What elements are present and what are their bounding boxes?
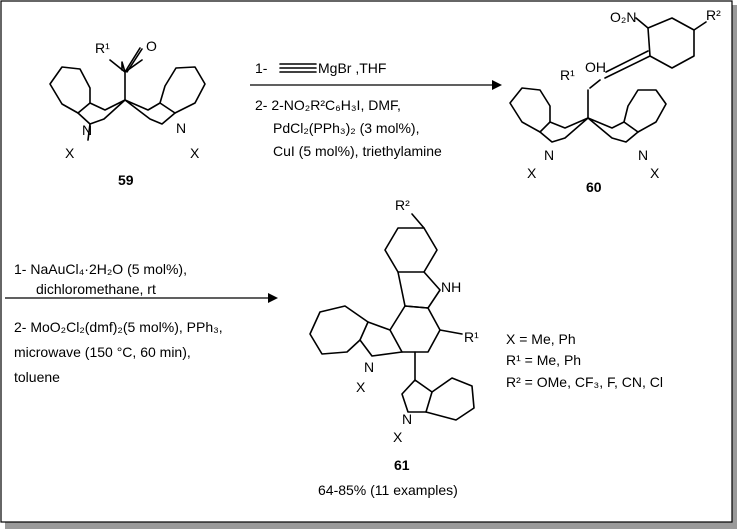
step1-prefix: 1-	[255, 60, 268, 76]
r2-step1-line1: 1- NaAuCl₄·2H₂O (5 mol%),	[14, 261, 187, 277]
x-label-59-right: X	[190, 145, 200, 161]
compound-61-label: 61	[394, 457, 410, 473]
n-label-60-left: N	[544, 147, 554, 163]
r2-step2-line2: microwave (150 °C, 60 min),	[14, 344, 191, 360]
oxygen-label: O	[146, 38, 157, 54]
nh-label: NH	[441, 279, 461, 295]
compound-60-label: 60	[586, 179, 602, 195]
reaction-arrow-2	[5, 293, 278, 303]
compound-61-structure: R² NH R¹ N X N X	[309, 197, 479, 445]
n-label-59-right: N	[176, 120, 186, 136]
step1-reagent: MgBr ,THF	[318, 60, 386, 76]
x-label-60-right: X	[650, 165, 660, 181]
x-label-61: X	[356, 379, 366, 395]
compound-59-label: 59	[118, 172, 134, 188]
yield-text: 64-85% (11 examples)	[318, 482, 458, 498]
r1-label: R¹	[95, 40, 110, 56]
reaction-arrow-1	[250, 80, 502, 90]
r2-step2-line1: 2- MoO₂Cl₂(dmf)₂(5 mol%), PPh₃,	[14, 319, 223, 335]
n-label-59-left: N	[82, 122, 92, 138]
n-label-61: N	[364, 359, 374, 375]
oh-label: OH	[585, 59, 606, 75]
r2-label-61: R²	[395, 197, 410, 213]
no2-label: O₂N	[610, 9, 636, 25]
x-label-61-pendant: X	[393, 429, 403, 445]
n-label-60-right: N	[638, 147, 648, 163]
n-label-61-pendant: N	[402, 411, 412, 427]
r1-label-60: R¹	[560, 67, 575, 83]
r2-label-60: R²	[706, 7, 721, 23]
alkyne-icon	[279, 63, 317, 73]
substituent-r1: R¹ = Me, Ph	[506, 352, 581, 368]
r1-label-61: R¹	[464, 329, 479, 345]
scheme-frame	[0, 0, 733, 523]
step2-line3: CuI (5 mol%), triethylamine	[273, 143, 442, 159]
compound-59-structure: R¹ O N X N X 59	[49, 38, 206, 188]
substituent-x: X = Me, Ph	[506, 331, 576, 347]
step2-line2: PdCl₂(PPh₃)₂ (3 mol%),	[273, 120, 420, 136]
r2-step2-line3: toluene	[14, 369, 60, 385]
x-label-60-left: X	[527, 165, 537, 181]
step2-line1: 2- 2-NO₂R²C₆H₃I, DMF,	[255, 97, 401, 113]
x-label-59-left: X	[65, 145, 75, 161]
compound-60-structure: O₂N R² OH R¹ N X N X 60	[509, 7, 721, 195]
r2-step1-line2: dichloromethane, rt	[36, 281, 156, 297]
substituent-r2: R² = OMe, CF₃, F, CN, Cl	[506, 374, 663, 390]
